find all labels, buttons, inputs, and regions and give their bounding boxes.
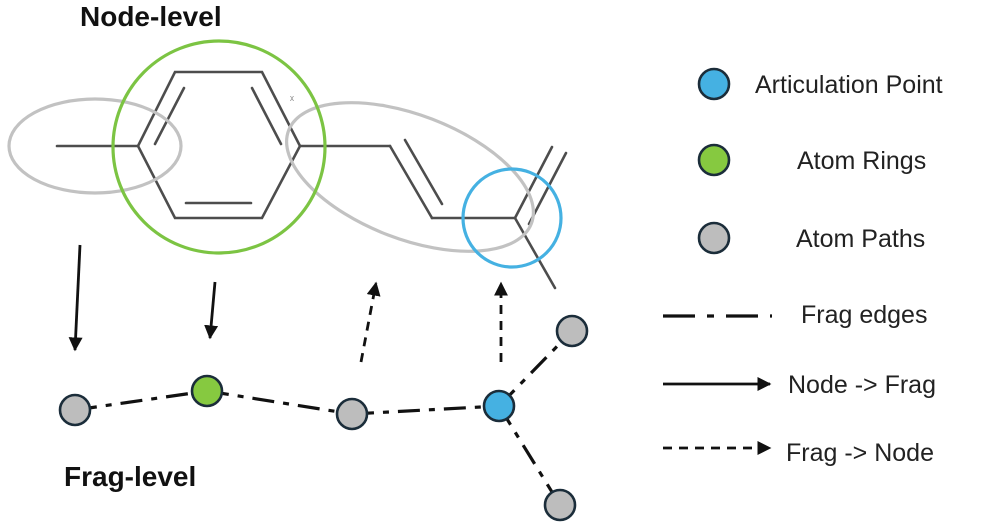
- legend: Articulation Point Atom Rings Atom Paths…: [663, 67, 943, 467]
- path-legend-icon: [697, 221, 731, 255]
- frag-edge: [497, 405, 562, 506]
- ring-highlight: [111, 39, 327, 255]
- node-to-frag-arrow: [204, 281, 219, 340]
- ring-double-bond: [153, 86, 186, 146]
- frag-edge: [497, 329, 574, 408]
- frag-edges: [74, 329, 574, 506]
- branch-double-bond: [527, 151, 568, 226]
- articulation-highlight: [461, 167, 563, 269]
- benzene-ring: [136, 70, 302, 220]
- articulation-node: [482, 389, 516, 423]
- chain-bond: [388, 144, 434, 220]
- branch-bond: [513, 216, 557, 290]
- legend-atom-paths: Atom Paths: [796, 225, 925, 253]
- path-node: [58, 393, 92, 427]
- ring-legend-icon: [697, 143, 731, 177]
- node-level-title: Node-level: [80, 1, 222, 32]
- left-path-highlight: [7, 97, 183, 195]
- legend-atom-rings: Atom Rings: [797, 147, 926, 175]
- articulation-legend-icon: [697, 67, 731, 101]
- frag-level-title: Frag-level: [64, 461, 196, 492]
- molecule-structure: [55, 70, 568, 290]
- frag-edge: [351, 404, 500, 416]
- chain-double-bond: [403, 138, 444, 206]
- frag-to-node-arrow: [359, 281, 381, 363]
- legend-node-to-frag: Node -> Frag: [788, 371, 936, 399]
- node-to-frag-arrow: [68, 244, 83, 352]
- chain-path-highlight: [285, 101, 535, 253]
- path-node: [335, 397, 369, 431]
- path-node: [555, 314, 589, 348]
- frag-edge: [206, 389, 353, 416]
- path-node: [543, 488, 577, 522]
- atom-label: ₓ: [290, 89, 294, 103]
- frag-edge: [74, 389, 208, 412]
- legend-articulation-point: Articulation Point: [755, 71, 943, 99]
- branch-bond: [513, 145, 554, 220]
- ring-double-bond: [250, 86, 283, 146]
- frag-nodes: [58, 314, 589, 522]
- legend-frag-edges: Frag edges: [801, 301, 927, 329]
- ring-node: [190, 374, 224, 408]
- legend-frag-to-node: Frag -> Node: [786, 439, 934, 467]
